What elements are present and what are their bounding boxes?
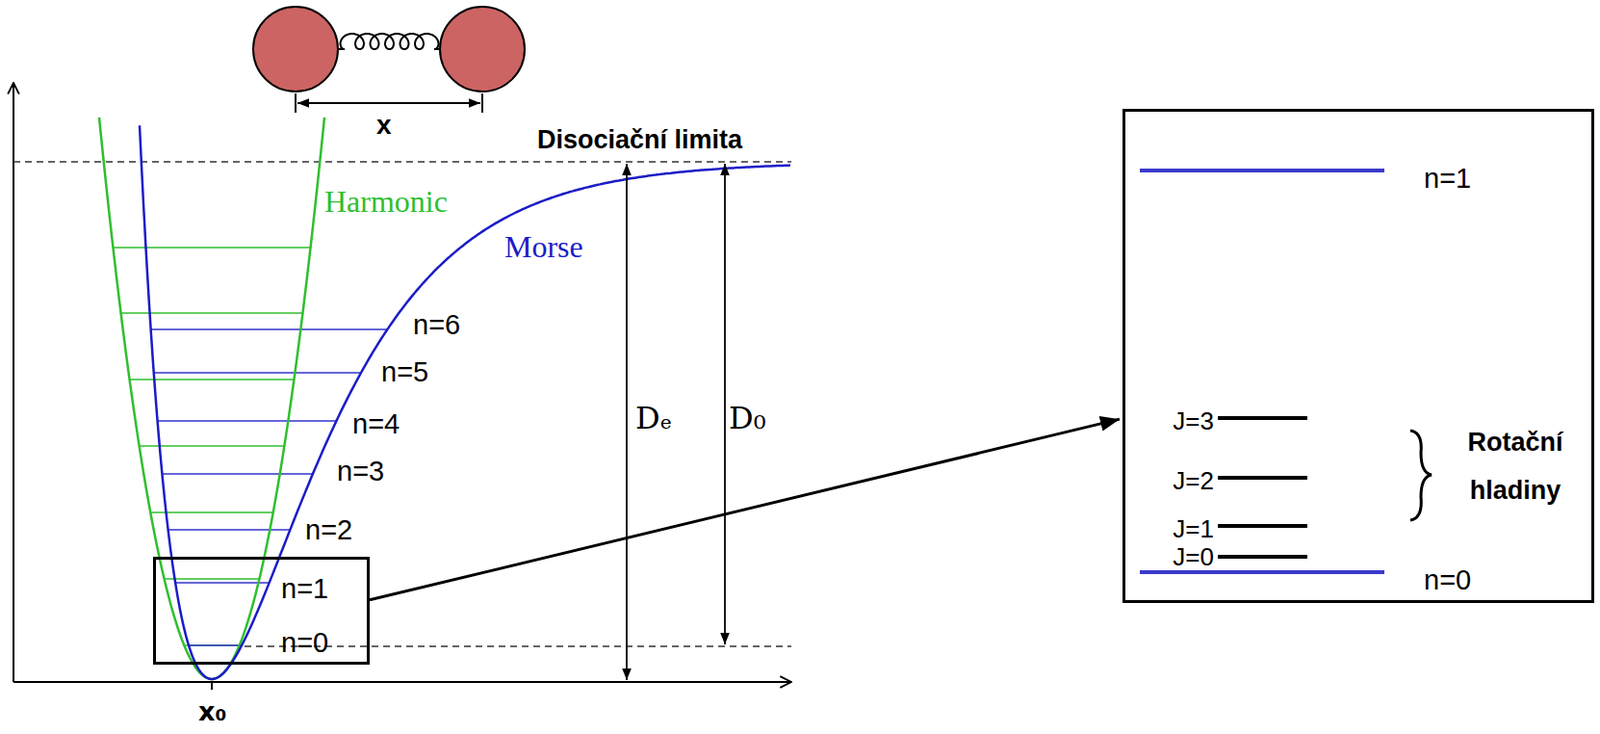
x0-tick: [210, 681, 213, 690]
d0-arrow: [723, 163, 726, 645]
curve-label: Harmonic: [324, 182, 448, 220]
morse-curve: [139, 125, 791, 679]
level-label: J=2: [1146, 464, 1214, 496]
de-arrow: [625, 163, 628, 680]
dimension-tick: [481, 93, 484, 113]
level-label: n=5: [379, 355, 431, 388]
rotational-level: [1217, 475, 1308, 480]
detail-box: n=1J=3J=2J=1J=0 Rotační hladiny n=0: [1122, 108, 1595, 603]
curve-label: Morse: [504, 228, 584, 265]
energy-label: D₀: [728, 398, 766, 438]
level-label: n=0: [281, 625, 329, 659]
spring-symbol: [340, 33, 439, 50]
atom-circle: [253, 6, 338, 92]
dimension-label: x: [376, 108, 392, 142]
morse-level: [168, 528, 291, 531]
harmonic-level: [121, 311, 304, 314]
morse-level: [175, 581, 270, 584]
atom-circle: [439, 6, 525, 92]
morse-level: [154, 371, 362, 374]
level-label: J=0: [1146, 541, 1214, 572]
level-label: n=6: [411, 308, 463, 341]
dimension-arrow: [297, 102, 481, 104]
zoom-box: n=1 n=0: [153, 556, 370, 665]
harmonic-level: [139, 444, 285, 447]
harmonic-levels: [112, 247, 310, 646]
limit-label: Disociační limita: [537, 123, 743, 156]
harmonic-level: [150, 511, 273, 514]
morse-levels: [151, 329, 388, 646]
rotational-level: [1217, 523, 1308, 528]
rotational-level: [1217, 554, 1308, 559]
morse-level: [151, 328, 388, 331]
level-label: n=1: [281, 571, 329, 605]
axis-label: x₀: [198, 695, 227, 728]
level-label: J=1: [1146, 513, 1214, 544]
level-label: n=0: [1423, 563, 1471, 596]
level-label: n=3: [335, 454, 387, 488]
dimension-tick: [294, 93, 297, 113]
morse-level: [157, 419, 337, 422]
rotational-level: [1217, 415, 1308, 420]
curly-brace: [1410, 430, 1432, 520]
harmonic-level: [112, 246, 310, 249]
zoom-arrow: [369, 418, 1120, 600]
level-label: Rotační hladiny: [1443, 417, 1588, 515]
energy-label: Dₑ: [635, 398, 672, 438]
dissociation-line: [13, 160, 792, 163]
energy-axis: [12, 82, 15, 682]
vibrational-level: [1139, 168, 1385, 173]
level-label: n=2: [303, 513, 355, 546]
harmonic-level: [164, 577, 260, 580]
morse-level: [188, 644, 242, 646]
distance-axis: [13, 680, 792, 683]
level-label: n=4: [350, 407, 402, 440]
morse-level: [161, 472, 313, 475]
level-label: J=3: [1146, 405, 1214, 437]
level-label: n=1: [1423, 161, 1471, 195]
